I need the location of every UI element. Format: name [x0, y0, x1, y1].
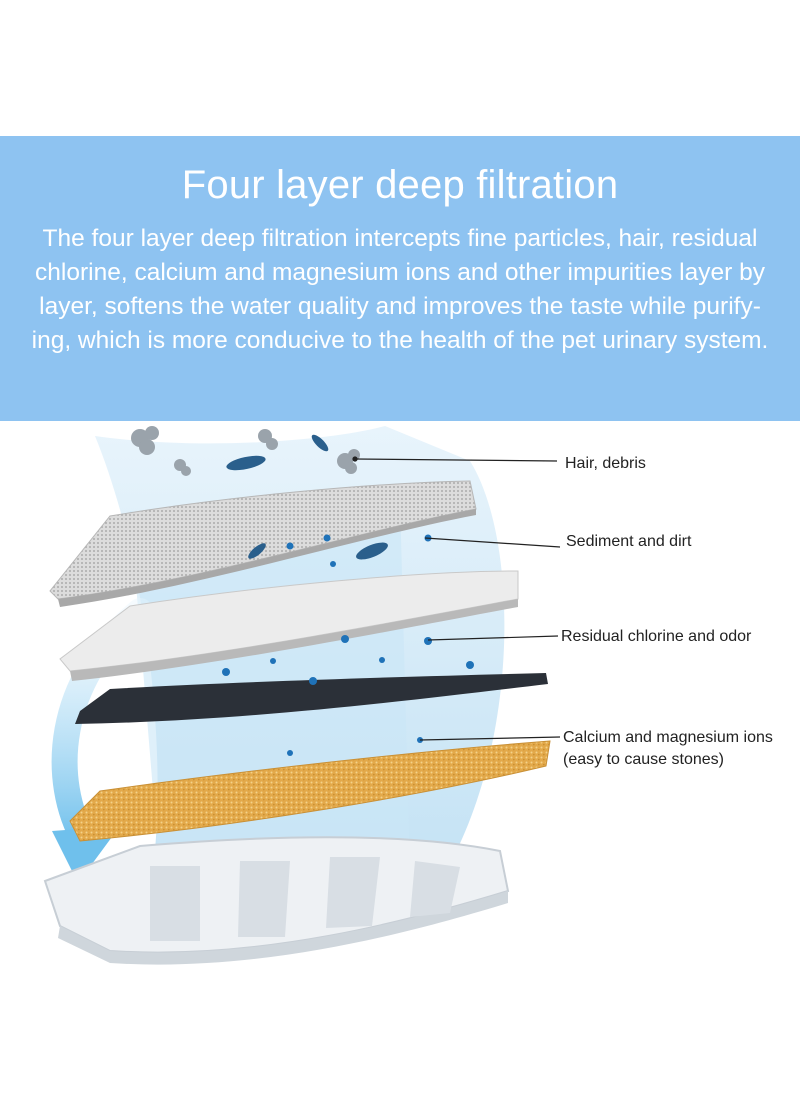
filter-tray: [43, 836, 510, 965]
description-line: ing, which is more conducive to the heal…: [31, 327, 769, 354]
header-banner: [0, 136, 800, 421]
page-title: Four layer deep filtration: [181, 163, 619, 207]
callout-hair-debris: Hair, debris: [565, 455, 646, 472]
chlorine-particles: [222, 534, 474, 756]
mesh-filter-layer: [49, 480, 477, 607]
callout-calcium-line2: (easy to cause stones): [563, 751, 724, 768]
callout-sediment: Sediment and dirt: [566, 533, 692, 550]
description-line: chlorine, calcium and magnesium ions and…: [35, 259, 765, 286]
callout-lines: [352, 456, 561, 741]
carbon-filter-layer: [75, 673, 548, 724]
filtration-illustration: [43, 426, 561, 965]
callout-chlorine: Residual chlorine and odor: [561, 628, 752, 645]
callout-calcium: Calcium and magnesium ions (easy to caus…: [563, 727, 773, 771]
description-line: The four layer deep filtration intercept…: [42, 225, 758, 252]
description: The four layer deep filtration intercept…: [2, 222, 798, 358]
resin-filter-layer: [69, 740, 551, 842]
cotton-filter-layer: [59, 570, 519, 681]
debris-particles: [131, 426, 360, 476]
callout-calcium-line1: Calcium and magnesium ions: [563, 729, 773, 746]
hair-strands: [226, 434, 388, 560]
description-line: layer, softens the water quality and imp…: [39, 293, 761, 320]
